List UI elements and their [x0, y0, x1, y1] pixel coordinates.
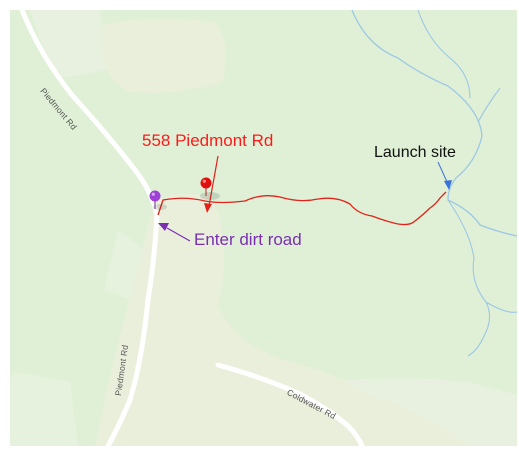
stream-lower-b: [485, 301, 518, 313]
coldwater-rd: [215, 362, 365, 449]
address-arrow: [204, 155, 219, 213]
stream-lower: [447, 199, 491, 357]
stream-tributary-a: [417, 9, 471, 99]
stream-tributary-b: [477, 87, 501, 123]
field-top-left: [30, 10, 108, 78]
enter-arrow: [158, 223, 191, 242]
enter-dirt-road-label: Enter dirt road: [194, 230, 302, 249]
stream-upper: [351, 9, 518, 237]
launch-site-label: Launch site: [374, 144, 456, 161]
launch-arrow: [437, 161, 452, 190]
address-marker-icon[interactable]: [200, 177, 220, 201]
entry-marker-icon[interactable]: [149, 190, 168, 211]
cleared-area: [95, 193, 470, 446]
field-top-center: [102, 18, 226, 93]
address-label: 558 Piedmont Rd: [142, 131, 274, 150]
route-line: [157, 191, 447, 226]
piedmont-rd: [19, 7, 160, 449]
field-lower-left: [10, 372, 78, 446]
